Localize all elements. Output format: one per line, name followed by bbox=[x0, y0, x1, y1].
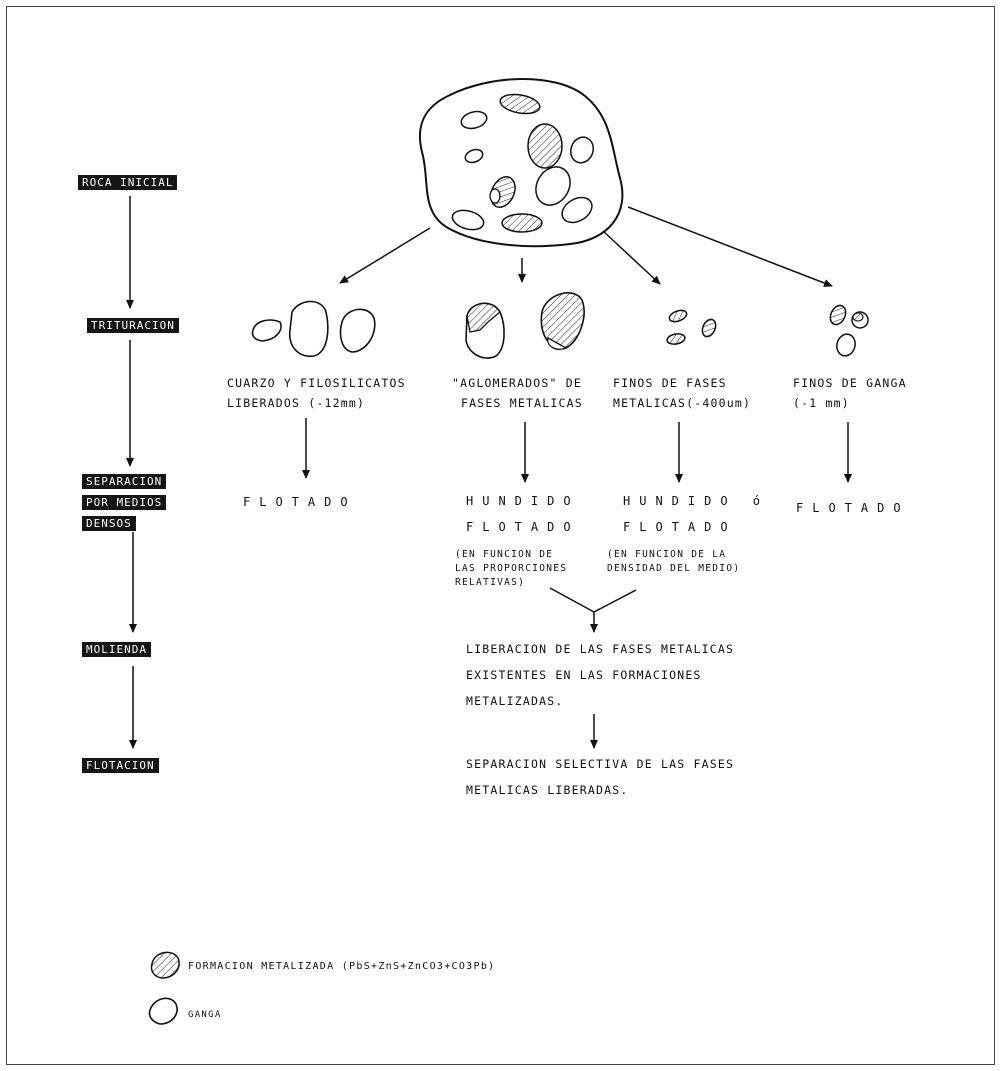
step-separacion-line1: SEPARACION bbox=[82, 474, 167, 489]
separacion-selectiva-line1: SEPARACION SELECTIVA DE LAS FASES bbox=[466, 757, 735, 771]
cuarzo-label-line2: LIBERADOS (-12mm) bbox=[227, 396, 366, 410]
liberacion-line1: LIBERACION DE LAS FASES METALICAS bbox=[466, 642, 735, 656]
step-flotacion: FLOTACION bbox=[82, 758, 159, 773]
finos-fases-result-line2: FLOTADO bbox=[623, 520, 737, 534]
step-separacion-line2: POR MEDIOS bbox=[82, 495, 167, 510]
liberacion-line3: METALIZADAS. bbox=[466, 694, 564, 708]
cuarzo-result: FLOTADO bbox=[243, 495, 357, 509]
aglomerados-label-line2: FASES METALICAS bbox=[461, 396, 583, 410]
metalizada-legend-icon bbox=[150, 951, 180, 979]
finos-ganga-particles bbox=[829, 304, 869, 357]
aglomerados-note-line1: (EN FUNCION DE bbox=[455, 549, 554, 560]
separacion-selectiva-line2: METALICAS LIBERADAS. bbox=[466, 783, 629, 797]
aglomerados-result-line1: HUNDIDO bbox=[466, 494, 580, 508]
aglomerados-note-line3: RELATIVAS) bbox=[455, 577, 526, 588]
finos-ganga-label-line2: (-1 mm) bbox=[793, 396, 850, 410]
arrow-to-finos-ganga bbox=[627, 206, 833, 287]
aglomerados-label-line1: "AGLOMERADOS" DE bbox=[452, 376, 582, 390]
merge-line-left bbox=[549, 587, 595, 613]
finos-fases-label-line2: METALICAS(-400um) bbox=[613, 396, 752, 410]
finos-ganga-label-line1: FINOS DE GANGA bbox=[793, 376, 907, 390]
finos-fases-note-line2: DENSIDAD DEL MEDIO) bbox=[607, 563, 741, 574]
figure-frame bbox=[6, 6, 995, 1065]
step-separacion-line3: DENSOS bbox=[82, 516, 136, 531]
aglomerados-note-line2: LAS PROPORCIONES bbox=[455, 563, 568, 574]
finos-fases-note-line1: (EN FUNCION DE LA bbox=[607, 549, 727, 560]
aglomerados-result-line2: FLOTADO bbox=[466, 520, 580, 534]
step-roca-inicial: ROCA INICIAL bbox=[78, 175, 178, 190]
cuarzo-label-line1: CUARZO Y FILOSILICATOS bbox=[227, 376, 406, 390]
legend-ganga-label: GANGA bbox=[188, 1010, 222, 1020]
initial-rock-drawing bbox=[419, 78, 624, 248]
step-trituracion: TRITURACION bbox=[87, 318, 179, 333]
finos-fases-label-line1: FINOS DE FASES bbox=[613, 376, 727, 390]
finos-fases-particles bbox=[666, 309, 717, 345]
merge-line-right bbox=[593, 589, 637, 613]
aglomerados-particles bbox=[465, 292, 585, 359]
cuarzo-particles bbox=[251, 300, 376, 357]
legend-metalizada-label: FORMACION METALIZADA (PbS+ZnS+ZnCO3+CO3P… bbox=[188, 961, 496, 972]
arrow-to-cuarzo bbox=[339, 227, 431, 284]
step-molienda: MOLIENDA bbox=[82, 642, 151, 657]
finos-ganga-result: FLOTADO bbox=[796, 501, 910, 515]
finos-fases-result-line1: HUNDIDO ó bbox=[623, 494, 770, 508]
ganga-legend-icon bbox=[148, 997, 178, 1025]
arrow-to-finos-fases bbox=[602, 230, 661, 285]
liberacion-line2: EXISTENTES EN LAS FORMACIONES bbox=[466, 668, 702, 682]
